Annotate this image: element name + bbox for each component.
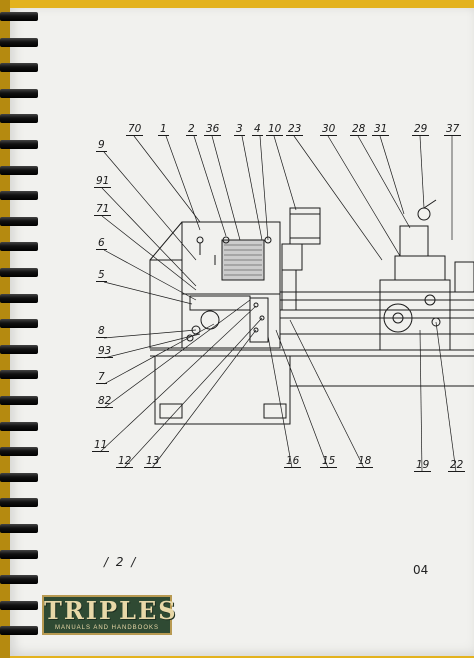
coil-ring [0, 293, 38, 303]
callout-label-37: 37 [444, 123, 462, 136]
callout-label-13: 13 [144, 455, 162, 468]
coil-ring [0, 421, 38, 431]
coil-ring [0, 498, 38, 508]
leader-line-16 [267, 335, 293, 469]
leader-line-28 [357, 135, 411, 229]
leader-line-2 [193, 135, 227, 237]
coil-ring [0, 344, 38, 354]
coil-ring [0, 447, 38, 457]
binder-edge [0, 0, 10, 658]
leader-line-10 [273, 135, 297, 211]
leader-line-23 [293, 135, 383, 261]
coil-ring [0, 216, 38, 226]
coil-ring [0, 575, 38, 585]
leader-line-93 [103, 333, 201, 359]
callout-label-11: 11 [92, 439, 110, 452]
leader-line-30 [327, 135, 401, 257]
leader-line-13 [151, 329, 257, 469]
coil-ring [0, 626, 38, 636]
callout-label-31: 31 [372, 123, 390, 136]
coil-ring [0, 549, 38, 559]
callout-label-29: 29 [412, 123, 430, 136]
leader-line-15 [275, 329, 329, 469]
leader-line-5 [103, 281, 193, 305]
callout-label-23: 23 [286, 123, 304, 136]
callout-label-7: 7 [96, 371, 107, 384]
callout-label-93: 93 [96, 345, 114, 358]
coil-ring [0, 140, 38, 149]
leader-line-4 [259, 135, 269, 241]
callout-label-28: 28 [350, 123, 368, 136]
callout-label-10: 10 [266, 123, 284, 136]
coil-ring [0, 165, 38, 175]
logo-word: TRIPLES [44, 596, 178, 625]
callout-label-9: 9 [96, 139, 107, 152]
coil-ring [0, 319, 38, 329]
leader-line-1 [165, 135, 201, 231]
callout-label-70: 70 [126, 123, 144, 136]
leader-line-71 [101, 215, 197, 291]
coil-ring [0, 191, 38, 201]
leader-line-29 [419, 135, 425, 209]
leader-line-22 [435, 321, 457, 473]
leader-line-19 [419, 329, 423, 473]
leader-line-36 [211, 135, 241, 241]
coil-ring [0, 114, 38, 124]
callout-label-18: 18 [356, 455, 374, 468]
leader-line-31 [379, 135, 405, 215]
leader-line-82 [103, 299, 251, 409]
page-marker: / 2 / [104, 555, 138, 569]
callout-label-16: 16 [284, 455, 302, 468]
coil-ring [0, 600, 38, 610]
logo-tagline: MANUALS AND HANDBOOKS [54, 625, 160, 631]
callout-label-12: 12 [116, 455, 134, 468]
callout-label-30: 30 [320, 123, 338, 136]
callout-label-22: 22 [448, 459, 466, 472]
page-number: 04 [413, 563, 429, 577]
leader-line-12 [123, 317, 263, 469]
leader-line-18 [289, 319, 365, 469]
coil-ring [0, 37, 38, 47]
callout-label-71: 71 [94, 203, 112, 216]
leader-line-8 [103, 329, 197, 339]
callout-label-91: 91 [94, 175, 112, 188]
leader-line-70 [133, 135, 201, 223]
leader-line-7 [103, 323, 215, 385]
callout-label-6: 6 [96, 237, 107, 250]
leader-line-9 [103, 151, 197, 261]
motor [289, 207, 321, 245]
callout-label-3: 3 [234, 123, 245, 136]
leader-line-91 [101, 187, 197, 287]
coil-ring [0, 524, 38, 533]
coil-ring [0, 370, 38, 380]
coil-ring [0, 396, 38, 405]
leader-line-3 [241, 135, 263, 241]
coil-ring [0, 472, 38, 482]
coil-ring [0, 242, 38, 252]
callout-label-36: 36 [204, 123, 222, 136]
coil-ring [0, 88, 38, 98]
callout-label-4: 4 [252, 123, 263, 136]
coil-ring [0, 268, 38, 277]
callout-label-15: 15 [320, 455, 338, 468]
callout-label-5: 5 [96, 269, 107, 282]
coil-ring [0, 63, 38, 73]
callout-label-8: 8 [96, 325, 107, 338]
triples-logo: TRIPLES MANUALS AND HANDBOOKS [42, 595, 178, 635]
callout-label-2: 2 [186, 123, 197, 136]
callout-label-19: 19 [414, 459, 432, 472]
leader-line-6 [103, 249, 197, 301]
callout-label-1: 1 [158, 123, 169, 136]
callout-label-82: 82 [96, 395, 114, 408]
leader-line-11 [99, 305, 257, 453]
coil-ring [0, 12, 38, 21]
